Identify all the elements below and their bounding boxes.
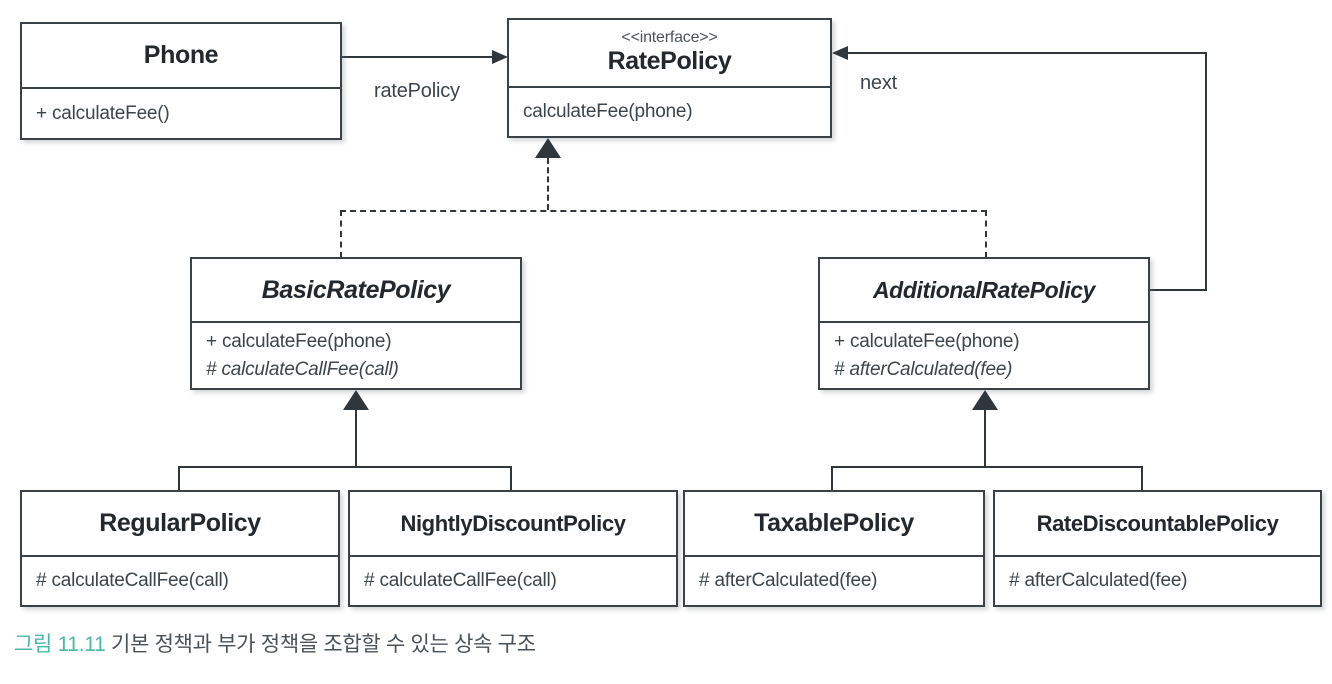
class-header-rate-discountable-policy: RateDiscountablePolicy bbox=[995, 492, 1320, 557]
class-members-basic-rate-policy: + calculateFee(phone) # calculateCallFee… bbox=[192, 323, 520, 388]
class-name-basic-rate-policy: BasicRatePolicy bbox=[261, 275, 451, 304]
class-box-rate-discountable-policy[interactable]: RateDiscountablePolicy # afterCalculated… bbox=[993, 490, 1322, 607]
class-members-additional-rate-policy: + calculateFee(phone) # afterCalculated(… bbox=[820, 323, 1148, 388]
class-name-phone: Phone bbox=[143, 41, 219, 70]
member-item: + calculateFee() bbox=[36, 102, 170, 124]
class-box-regular-policy[interactable]: RegularPolicy # calculateCallFee(call) bbox=[20, 490, 340, 607]
generalization-bus-basic bbox=[178, 466, 512, 468]
edge-next-segment-right bbox=[1205, 52, 1207, 291]
class-header-taxable-policy: TaxablePolicy bbox=[685, 492, 983, 557]
realization-drop-basic bbox=[340, 210, 342, 258]
class-name-regular-policy: RegularPolicy bbox=[99, 509, 261, 538]
member-item: # calculateCallFee(call) bbox=[364, 570, 557, 592]
edge-next-arrowhead bbox=[832, 46, 848, 60]
class-header-regular-policy: RegularPolicy bbox=[22, 492, 338, 557]
edge-label-next: next bbox=[860, 72, 898, 94]
figure-caption-text: 기본 정책과 부가 정책을 조합할 수 있는 상속 구조 bbox=[105, 633, 536, 656]
member-item: + calculateFee(phone) bbox=[206, 330, 392, 352]
class-box-phone[interactable]: Phone + calculateFee() bbox=[20, 22, 342, 140]
member-item: calculateFee(phone) bbox=[523, 101, 693, 123]
class-name-rate-policy: RatePolicy bbox=[607, 47, 732, 76]
generalization-stem-basic bbox=[355, 409, 357, 468]
class-box-additional-rate-policy[interactable]: AdditionalRatePolicy + calculateFee(phon… bbox=[818, 257, 1150, 390]
member-item: # afterCalculated(fee) bbox=[699, 570, 878, 592]
generalization-stem-additional bbox=[984, 409, 986, 468]
member-item: # calculateCallFee(call) bbox=[206, 358, 399, 380]
figure-caption: 그림 11.11 기본 정책과 부가 정책을 조합할 수 있는 상속 구조 bbox=[14, 628, 536, 658]
class-name-nightly-discount-policy: NightlyDiscountPolicy bbox=[400, 510, 626, 536]
stereotype-interface: <<interface>> bbox=[621, 29, 718, 47]
edge-phone-to-ratepolicy-line bbox=[342, 56, 494, 58]
class-members-rate-discountable-policy: # afterCalculated(fee) bbox=[995, 557, 1320, 605]
class-name-taxable-policy: TaxablePolicy bbox=[754, 509, 914, 538]
class-header-phone: Phone bbox=[22, 24, 340, 89]
realization-bus-horizontal bbox=[340, 210, 987, 212]
member-item: # calculateCallFee(call) bbox=[36, 570, 229, 592]
class-box-rate-policy[interactable]: <<interface>> RatePolicy calculateFee(ph… bbox=[507, 18, 832, 138]
generalization-drop-regular bbox=[178, 466, 180, 491]
class-header-nightly-discount-policy: NightlyDiscountPolicy bbox=[350, 492, 676, 557]
realization-drop-additional bbox=[985, 210, 987, 258]
class-name-additional-rate-policy: AdditionalRatePolicy bbox=[872, 276, 1096, 303]
member-item: # afterCalculated(fee) bbox=[1009, 570, 1188, 592]
generalization-drop-taxable bbox=[831, 466, 833, 491]
class-header-basic-rate-policy: BasicRatePolicy bbox=[192, 259, 520, 323]
class-members-regular-policy: # calculateCallFee(call) bbox=[22, 557, 338, 605]
class-name-rate-discountable-policy: RateDiscountablePolicy bbox=[1036, 510, 1279, 536]
class-header-rate-policy: <<interface>> RatePolicy bbox=[509, 20, 830, 88]
edge-phone-to-ratepolicy-arrowhead bbox=[492, 50, 508, 64]
class-box-taxable-policy[interactable]: TaxablePolicy # afterCalculated(fee) bbox=[683, 490, 985, 607]
edge-label-ratepolicy: ratePolicy bbox=[374, 80, 460, 102]
member-item: # afterCalculated(fee) bbox=[834, 358, 1013, 380]
member-item: + calculateFee(phone) bbox=[834, 330, 1020, 352]
class-header-additional-rate-policy: AdditionalRatePolicy bbox=[820, 259, 1148, 323]
realization-stem-vertical bbox=[547, 158, 549, 210]
class-box-basic-rate-policy[interactable]: BasicRatePolicy + calculateFee(phone) # … bbox=[190, 257, 522, 390]
generalization-bus-additional bbox=[831, 466, 1143, 468]
class-members-rate-policy: calculateFee(phone) bbox=[509, 88, 830, 136]
class-members-phone: + calculateFee() bbox=[22, 89, 340, 138]
class-members-nightly-discount-policy: # calculateCallFee(call) bbox=[350, 557, 676, 605]
edge-next-segment-top bbox=[848, 52, 1207, 54]
figure-caption-number: 그림 11.11 bbox=[14, 633, 106, 656]
generalization-drop-nightly bbox=[510, 466, 512, 491]
edge-next-segment-bottom bbox=[1148, 289, 1207, 291]
generalization-drop-ratediscountable bbox=[1141, 466, 1143, 491]
class-box-nightly-discount-policy[interactable]: NightlyDiscountPolicy # calculateCallFee… bbox=[348, 490, 678, 607]
class-members-taxable-policy: # afterCalculated(fee) bbox=[685, 557, 983, 605]
